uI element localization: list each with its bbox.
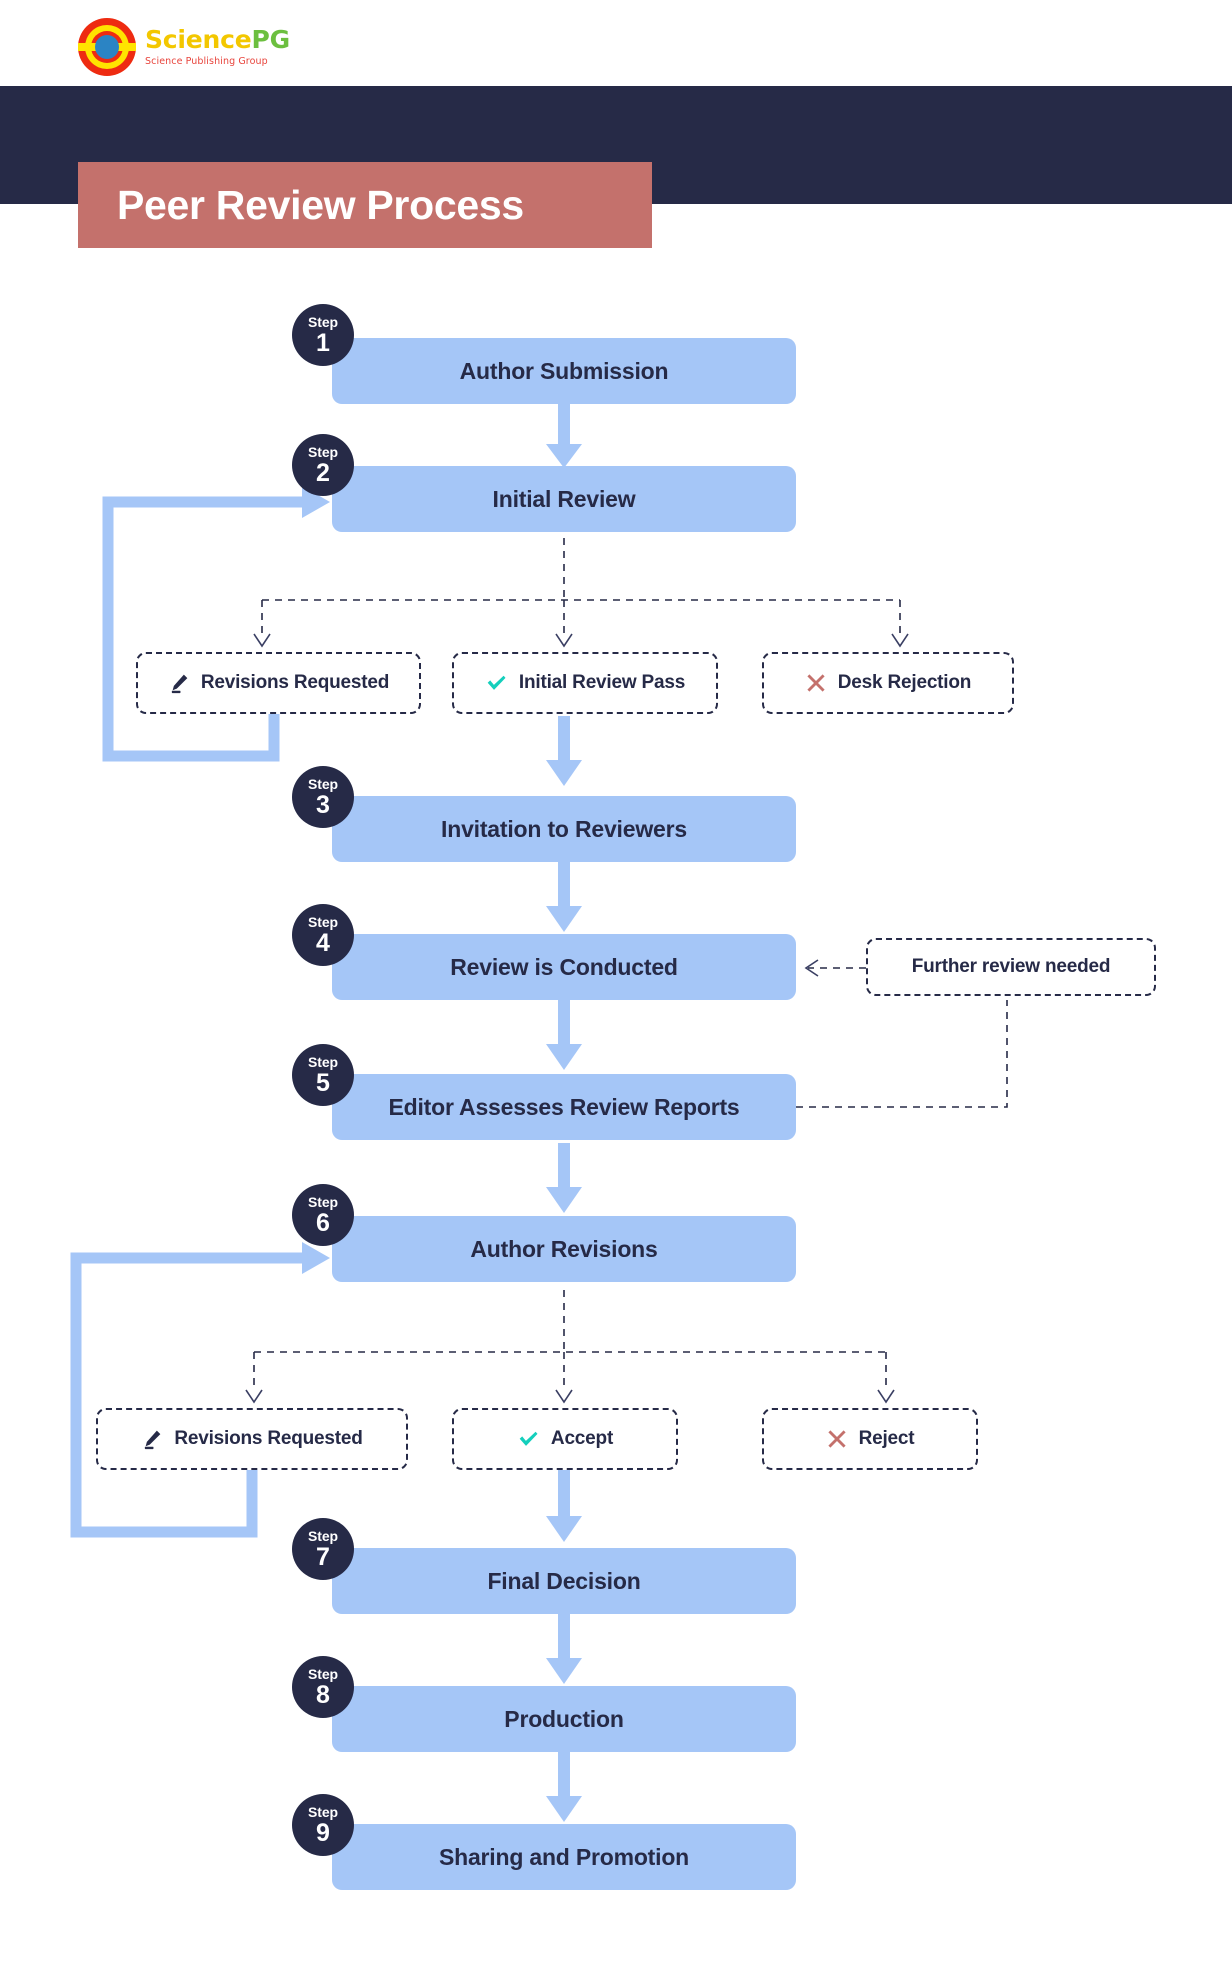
brand-name-part1: Science <box>145 25 252 55</box>
step-badge-3: Step 3 <box>292 766 354 828</box>
connector-step6-branch <box>253 1290 887 1390</box>
step-box-6[interactable]: Author Revisions <box>332 1216 796 1282</box>
connector-step7-step8 <box>546 1614 582 1684</box>
step-badge-2: Step 2 <box>292 434 354 496</box>
step-box-5[interactable]: Editor Assesses Review Reports <box>332 1074 796 1140</box>
step-label-3: Invitation to Reviewers <box>441 815 687 842</box>
step-box-9[interactable]: Sharing and Promotion <box>332 1824 796 1890</box>
branch-two-arrowheads <box>245 1389 895 1404</box>
step-number-4: 4 <box>316 928 330 957</box>
outcome-label-reject: Reject <box>858 1428 915 1449</box>
step-word-4: Step <box>308 913 338 930</box>
step-word-9: Step <box>308 1803 338 1820</box>
outcome-label-initial-review-pass: Initial Review Pass <box>518 672 686 693</box>
pencil-icon <box>141 1428 163 1450</box>
connector-step3-step4 <box>546 862 582 932</box>
brand-logo[interactable]: SciencePG Science Publishing Group <box>78 18 290 76</box>
step-label-5: Editor Assesses Review Reports <box>388 1093 740 1120</box>
outcome-box-revisions-requested-2[interactable]: Revisions Requested <box>96 1408 408 1470</box>
step-word-8: Step <box>308 1665 338 1682</box>
page-title: Peer Review Process <box>117 181 524 228</box>
outcome-label-desk-rejection: Desk Rejection <box>837 672 972 693</box>
step-word-1: Step <box>308 313 338 330</box>
outcome-label-accept: Accept <box>550 1428 614 1449</box>
outcome-box-desk-rejection[interactable]: Desk Rejection <box>762 652 1014 714</box>
step-number-8: 8 <box>316 1680 330 1709</box>
branch-one-arrowheads <box>253 633 909 648</box>
step-box-4[interactable]: Review is Conducted <box>332 934 796 1000</box>
step-badge-5: Step 5 <box>292 1044 354 1106</box>
step-box-7[interactable]: Final Decision <box>332 1548 796 1614</box>
step-badge-7: Step 7 <box>292 1518 354 1580</box>
step-number-9: 9 <box>316 1818 330 1847</box>
step-badge-1: Step 1 <box>292 304 354 366</box>
step-box-3[interactable]: Invitation to Reviewers <box>332 796 796 862</box>
step-word-5: Step <box>308 1053 338 1070</box>
step-label-7: Final Decision <box>487 1567 641 1594</box>
brand-name: SciencePG <box>145 27 290 52</box>
step-label-6: Author Revisions <box>470 1235 658 1262</box>
step-label-9: Sharing and Promotion <box>438 1843 690 1870</box>
step-number-5: 5 <box>316 1068 330 1097</box>
outcome-box-revisions-requested-1[interactable]: Revisions Requested <box>136 652 421 714</box>
outcome-label-revisions-requested-1: Revisions Requested <box>200 672 390 693</box>
step-label-2: Initial Review <box>492 485 636 512</box>
connector-step1-step2 <box>546 404 582 468</box>
step-word-6: Step <box>308 1193 338 1210</box>
step-badge-6: Step 6 <box>292 1184 354 1246</box>
step-number-1: 1 <box>316 328 330 357</box>
connector-step5-step6 <box>546 1143 582 1213</box>
step-box-1[interactable]: Author Submission <box>332 338 796 404</box>
cross-icon <box>805 672 827 694</box>
step-badge-4: Step 4 <box>292 904 354 966</box>
connector-step8-step9 <box>546 1752 582 1822</box>
connector-loop-revisions-to-step2 <box>102 486 330 762</box>
connector-step2-branch <box>261 538 901 634</box>
note-label-further-review-needed: Further review needed <box>911 956 1111 977</box>
step-label-4: Review is Conducted <box>450 953 678 980</box>
check-icon <box>485 672 508 695</box>
step-label-1: Author Submission <box>459 357 669 384</box>
step-box-2[interactable]: Initial Review <box>332 466 796 532</box>
check-icon <box>517 1428 540 1451</box>
brand-text: SciencePG Science Publishing Group <box>145 27 290 67</box>
sciencepg-logo-icon <box>78 18 136 76</box>
step-number-7: 7 <box>316 1542 330 1571</box>
connector-loop-revisions-to-step6 <box>70 1242 330 1538</box>
brand-name-part2: PG <box>251 25 291 55</box>
step-label-8: Production <box>504 1705 624 1732</box>
outcome-box-reject[interactable]: Reject <box>762 1408 978 1470</box>
outcome-label-revisions-requested-2: Revisions Requested <box>174 1428 363 1449</box>
note-box-further-review-needed[interactable]: Further review needed <box>866 938 1156 996</box>
note-arrowhead <box>804 959 819 977</box>
step-word-7: Step <box>308 1527 338 1544</box>
outcome-box-accept[interactable]: Accept <box>452 1408 678 1470</box>
step-number-6: 6 <box>316 1208 330 1237</box>
page-title-chip: Peer Review Process <box>78 162 652 248</box>
step-badge-9: Step 9 <box>292 1794 354 1856</box>
connector-accept-step7 <box>546 1470 582 1542</box>
pencil-icon <box>168 672 190 694</box>
step-word-2: Step <box>308 443 338 460</box>
step-badge-8: Step 8 <box>292 1656 354 1718</box>
step-number-2: 2 <box>316 458 330 487</box>
step-box-8[interactable]: Production <box>332 1686 796 1752</box>
step-number-3: 3 <box>316 790 330 819</box>
cross-icon <box>826 1428 848 1450</box>
connector-step4-step5 <box>546 1000 582 1070</box>
outcome-box-initial-review-pass[interactable]: Initial Review Pass <box>452 652 718 714</box>
brand-tagline: Science Publishing Group <box>145 56 268 68</box>
step-word-3: Step <box>308 775 338 792</box>
connector-pass-step3 <box>546 716 582 786</box>
